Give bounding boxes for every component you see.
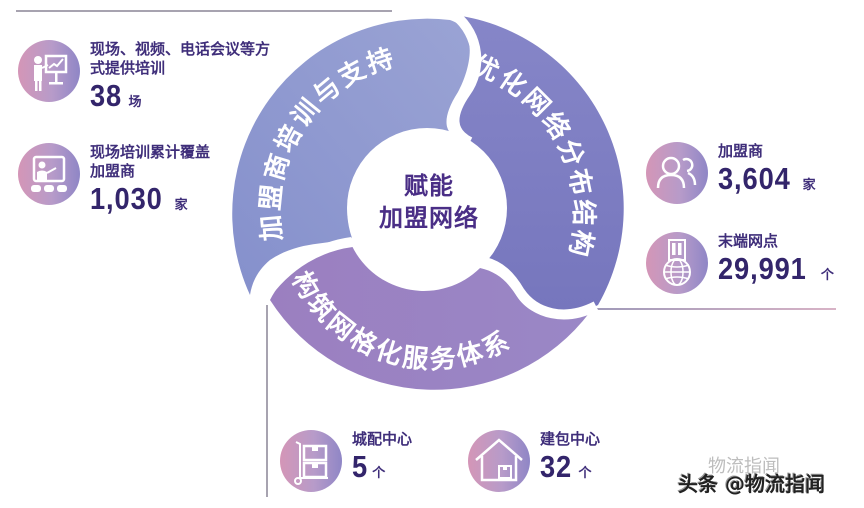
stat-pack-centers: 建包中心 32 个 [468,430,600,492]
stat-label: 末端网点 [718,232,779,250]
right-divider-line [576,308,836,310]
warehouse-icon [468,430,530,492]
watermark-text: 头条 @物流指闻 [678,472,825,496]
center-title-line2: 加盟网络 [379,204,479,232]
stat-label-line1: 现场、视频、电话会议等方 [90,40,271,58]
stat-unit: 个 [820,268,834,283]
stat-value: 1,030 [90,181,163,216]
stat-value: 29,991 [718,251,807,286]
top-divider-line [16,10,392,12]
stat-label-line1: 现场培训累计覆盖 [90,143,211,161]
globe-outlet-icon [646,232,708,294]
segment-top-left [232,18,470,296]
center-circle [347,128,507,288]
stat-unit: 个 [372,466,386,481]
stat-label-line2: 加盟商 [90,162,136,180]
segment-right [455,15,624,313]
center-title: 赋能 加盟网络 [349,170,509,234]
stat-label: 加盟商 [718,142,764,160]
stat-unit: 个 [578,466,592,481]
stat-outlets: 末端网点 29,991 个 [646,232,834,294]
stat-label-line2: 式提供培训 [90,59,166,77]
users-icon [646,142,708,204]
stat-franchisees: 加盟商 3,604 家 [646,142,816,204]
segment-bottom [270,246,590,390]
center-title-line1: 赋能 [404,172,454,200]
stat-value: 32 [540,449,573,484]
stat-label: 城配中心 [352,430,413,448]
classroom-icon [18,143,80,205]
stat-value: 3,604 [718,161,791,196]
presentation-icon [18,40,80,102]
stat-unit: 场 [128,95,142,110]
stat-label: 建包中心 [540,430,601,448]
stat-city-centers: 城配中心 5 个 [280,430,412,492]
bottom-vertical-divider-line [266,305,268,497]
stat-value: 5 [352,449,369,484]
watermark-ghost-text: 物流指闻 [708,456,780,477]
cart-boxes-icon [280,430,342,492]
stat-training-sessions: 现场、视频、电话会议等方 式提供培训 38 场 [18,40,270,114]
stat-unit: 家 [802,178,816,193]
stat-value: 38 [90,78,123,113]
stat-unit: 家 [174,198,188,213]
stat-training-coverage: 现场培训累计覆盖 加盟商 1,030 家 [18,143,210,217]
